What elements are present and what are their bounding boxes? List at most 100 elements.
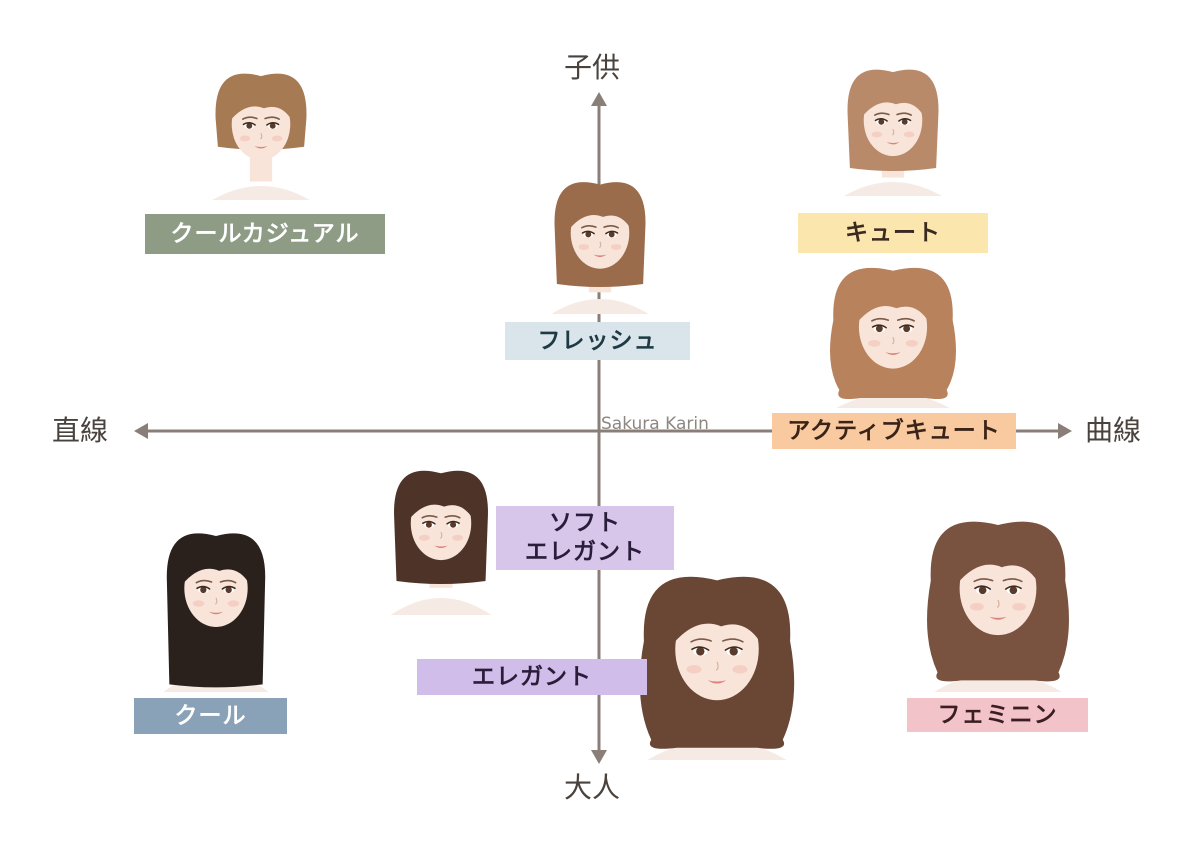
eye-iris [901,118,908,125]
eyebrow [444,514,461,519]
eye-lash [1004,585,1022,590]
eye-iris [878,118,885,125]
axis-label-top: 子供 [564,51,621,84]
eyebrow [603,225,619,229]
portrait-cool-casual [212,73,310,200]
eye-lash [691,646,710,651]
cheek-blush [610,244,622,250]
cheek-blush [452,534,464,541]
hair-fringe [181,546,251,586]
arrow-down-icon [591,750,607,764]
eye-lash [605,230,619,235]
cheek-blush [578,244,590,250]
arrow-up-icon [591,92,607,106]
label-text: クール [174,702,247,729]
eyebrow [896,317,915,322]
eye-iris [246,122,253,129]
eyebrow [690,638,712,643]
portrait-elegant [639,576,795,760]
hair-fringe [956,537,1040,585]
eye-lash [196,585,211,590]
cheek-blush [686,665,702,674]
axis-label-bottom: 大人 [564,771,621,804]
arrow-left-icon [134,423,148,439]
hair-fringe [856,281,930,324]
shoulders [551,299,649,314]
cheek-blush [871,131,883,138]
nose [599,241,602,249]
hair-side [398,508,411,578]
eye-lash [422,520,436,525]
lips [593,254,607,258]
hair-side [658,628,675,725]
eye-iris [585,231,592,238]
eye-iris [450,521,457,528]
eye-lash [898,118,912,122]
eyebrow [896,112,912,116]
axis-label-right: 曲線 [1085,414,1142,447]
eye-iris [875,325,883,333]
label-elegant: エレガント [417,659,647,695]
cheek-blush [192,600,205,607]
hair-side [220,109,232,147]
eye-iris [608,231,615,238]
cheek-blush [868,339,881,347]
eye-iris [200,586,207,594]
hair-side [1037,569,1052,658]
label-active-cute: アクティブキュート [772,413,1016,449]
hair-side [759,628,776,725]
cheek-blush [732,665,748,674]
label-text: クールカジュアル [170,220,360,247]
eyebrow [1002,578,1023,583]
eye-iris [1009,586,1018,595]
label-fresh: フレッシュ [505,322,690,360]
cheek-blush [227,600,240,607]
label-cool: クール [134,698,287,734]
cheek-blush [905,339,918,347]
cheek-blush [418,534,430,541]
label-text: フェミニン [937,701,1058,728]
label-text: アクティブキュート [787,417,1001,444]
lips [886,142,900,145]
eye-lash [899,324,915,329]
lips [434,545,448,548]
axis-label-left: 直線 [52,414,109,447]
nose [891,337,895,345]
eye-lash [581,230,595,235]
eyebrow [871,317,890,322]
eyebrow [264,116,280,120]
shoulders [390,598,492,615]
hair-fringe [229,85,293,122]
cheek-blush [1012,602,1027,611]
nose [996,599,1000,609]
label-text: エレガント [472,663,592,690]
hair-fringe [408,482,474,521]
hair-fringe [568,194,632,231]
eye-iris [425,521,432,528]
nose [440,532,443,539]
hair-side [944,569,959,658]
portrait-active-cute [830,267,956,408]
label-text-line2: エレガント [525,539,645,565]
lips [254,146,268,149]
hair-side [471,508,484,578]
nose [892,128,895,136]
lips [989,616,1007,620]
label-cool-casual: クールカジュアル [145,214,385,254]
label-soft-elegant: ソフト エレガント [496,506,674,570]
hair-side [852,105,864,168]
eyebrow [973,578,994,583]
eye-lash [871,324,887,329]
hair-fringe [861,81,925,118]
eye-lash [221,585,236,590]
arrow-right-icon [1058,423,1072,439]
hair-side [290,109,302,147]
label-feminine: フェミニン [907,698,1088,732]
eyebrow [722,638,744,643]
eye-iris [729,647,738,656]
eyebrow [219,579,237,584]
shoulders [212,186,310,200]
eye-lash [874,118,888,122]
lips [885,352,901,355]
hair-side [922,105,934,168]
